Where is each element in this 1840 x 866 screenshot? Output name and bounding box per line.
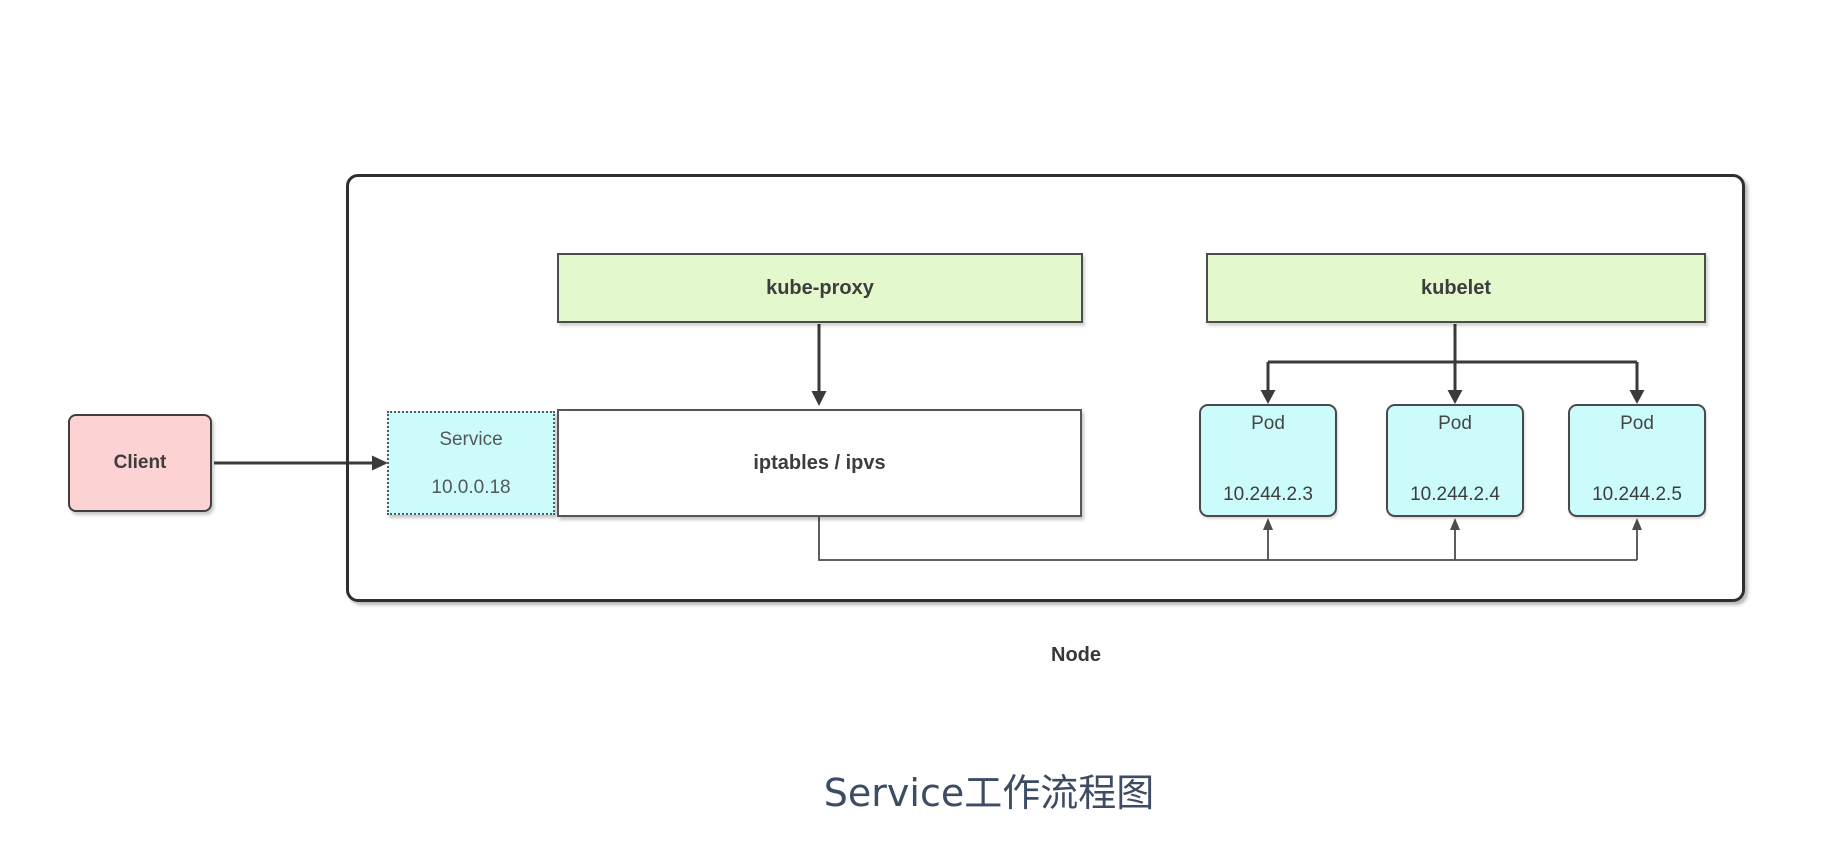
node-boundary [346,174,1745,602]
pod-ip: 10.244.2.3 [1223,484,1313,505]
iptables-label: iptables / ipvs [753,451,886,474]
kube-proxy-label: kube-proxy [766,276,874,299]
diagram-title: Service工作流程图 [823,771,1155,815]
pod-box-3: Pod 10.244.2.5 [1568,404,1706,517]
client-label: Client [113,452,167,473]
service-label: Service [439,429,503,450]
kubelet-label: kubelet [1420,276,1492,299]
pod-ip: 10.244.2.5 [1592,484,1682,505]
service-ip: 10.0.0.18 [431,477,511,498]
pod-label: Pod [1438,413,1472,434]
pod-ip: 10.244.2.4 [1410,484,1500,505]
client-box: Client [68,414,212,512]
pod-box-2: Pod 10.244.2.4 [1386,404,1524,517]
pod-label: Pod [1620,413,1654,434]
node-caption: Node [1051,644,1101,666]
service-box: Service 10.0.0.18 [387,411,555,515]
iptables-box: iptables / ipvs [557,409,1082,517]
kube-proxy-box: kube-proxy [557,253,1083,323]
kubelet-box: kubelet [1206,253,1706,323]
pod-box-1: Pod 10.244.2.3 [1199,404,1337,517]
pod-label: Pod [1251,413,1285,434]
